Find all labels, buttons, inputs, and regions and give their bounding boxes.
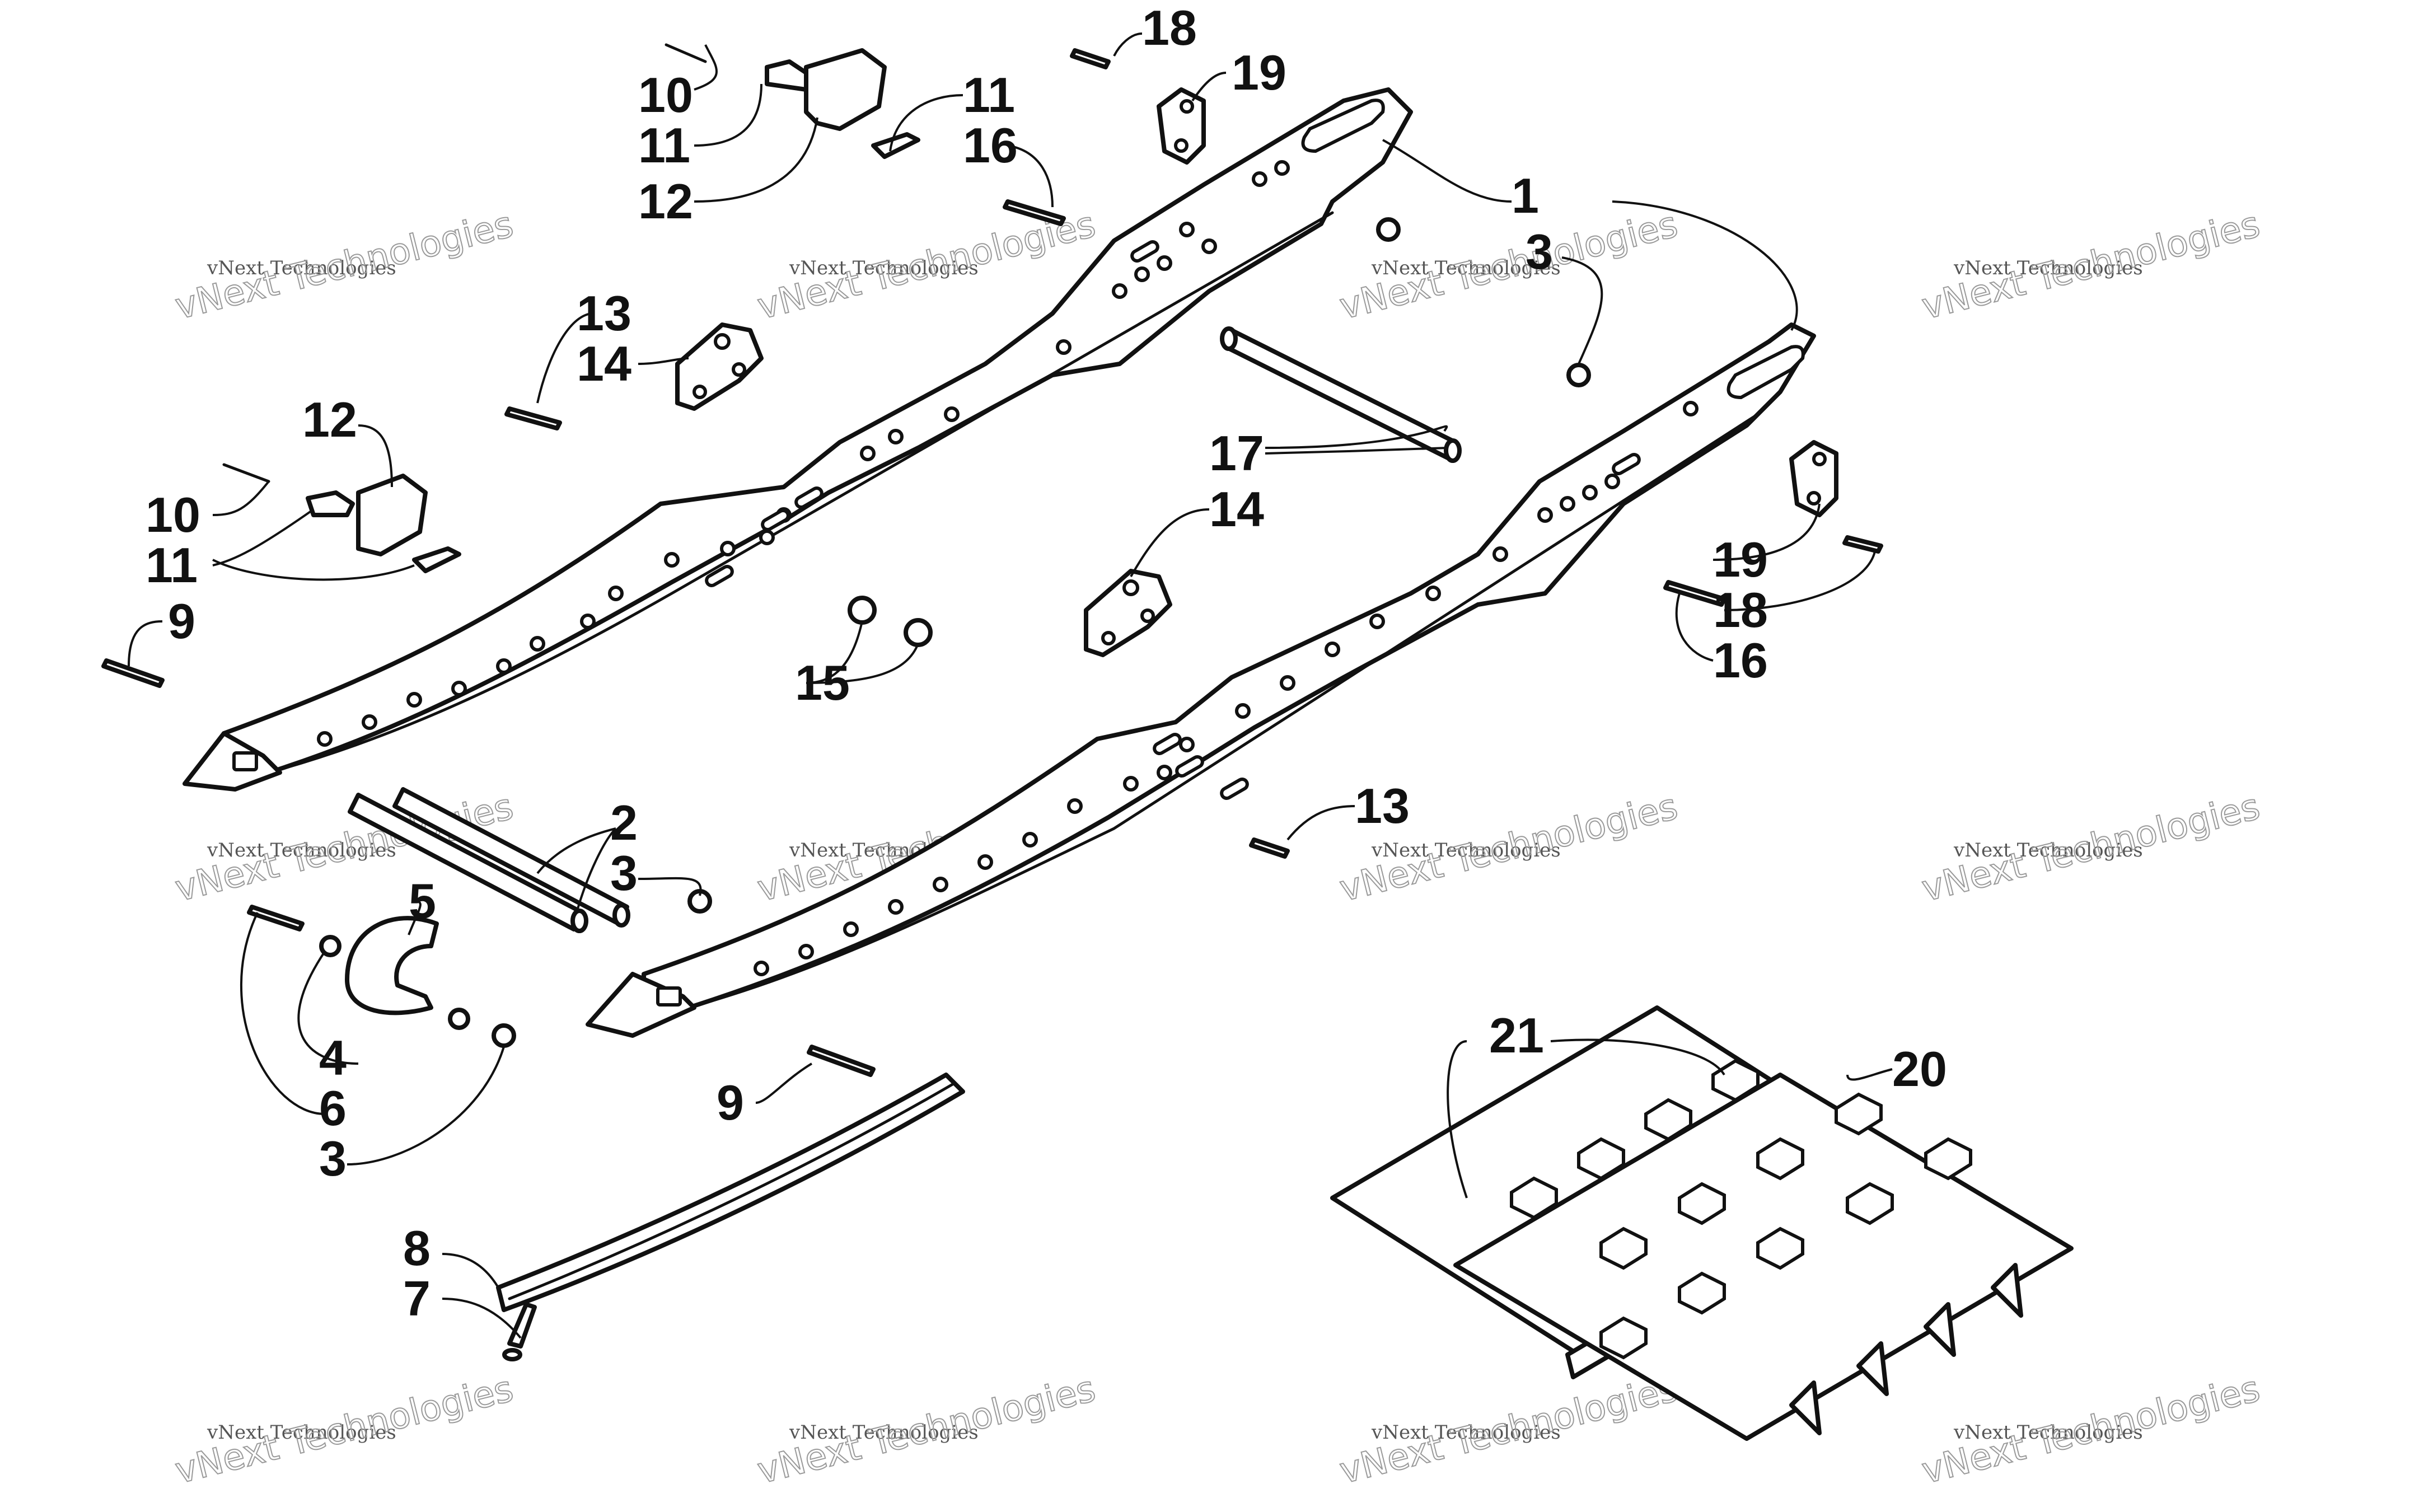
- callout-17: 17: [1209, 425, 1264, 481]
- cross-shaft-2: [348, 787, 630, 933]
- callout-12: 12: [302, 392, 357, 447]
- rail-holes: [754, 401, 1699, 976]
- cross-shaft-17: [1220, 326, 1462, 463]
- svg-text:vNext Technologies: vNext Technologies: [1371, 1421, 1561, 1444]
- bracket-upper: [675, 322, 764, 411]
- callout-9: 9: [717, 1075, 744, 1130]
- left-rail: [586, 322, 1816, 1038]
- callout-6: 6: [319, 1080, 347, 1136]
- svg-text:vNext Technologies: vNext Technologies: [1371, 257, 1561, 279]
- svg-text:vNext Technologies: vNext Technologies: [1953, 1421, 2143, 1444]
- callout-3: 3: [319, 1131, 347, 1186]
- callout-12: 12: [638, 174, 693, 229]
- svg-text:vNext Technologies: vNext Technologies: [207, 839, 396, 862]
- callout-14: 14: [577, 336, 631, 391]
- right-rail: [183, 87, 1413, 792]
- callout-9: 9: [168, 593, 195, 649]
- rail-slots: [1153, 452, 1641, 800]
- rail-slots: [705, 240, 1159, 587]
- svg-text:vNext Technologies: vNext Technologies: [1953, 839, 2143, 862]
- callout-10: 10: [638, 67, 693, 123]
- watermark: vNext Technologies vNext Technologies: [1917, 785, 2264, 910]
- callout-8: 8: [403, 1220, 431, 1276]
- callout-3: 3: [1526, 224, 1553, 279]
- callout-labels: 1 2 3 3 3 4 5 6 7 8 9 9 10 10 11 11 11 1…: [146, 0, 1947, 1326]
- track: [1330, 1005, 2074, 1441]
- svg-text:vNext Technologies: vNext Technologies: [789, 257, 979, 279]
- callout-19: 19: [1713, 532, 1768, 587]
- bracket-lower: [1084, 569, 1172, 657]
- watermark: vNext Technologies vNext Technologies: [753, 1368, 1100, 1492]
- callout-13: 13: [1355, 778, 1410, 834]
- callout-14: 14: [1209, 481, 1264, 537]
- bumper-upper: [665, 43, 920, 159]
- callout-18: 18: [1142, 0, 1197, 55]
- watermark: vNext Technologies vNext Technologies: [1917, 1368, 2264, 1492]
- track-lugs: [1510, 1059, 1972, 1360]
- callout-16: 16: [1713, 633, 1768, 688]
- leader-lines: [128, 32, 1893, 1339]
- slide: [496, 1073, 965, 1361]
- rail-holes: [317, 160, 1290, 747]
- watermark: vNext Technologies vNext Technologies: [1335, 1368, 1682, 1492]
- bumper-lower: [222, 463, 461, 573]
- callout-3: 3: [610, 845, 638, 901]
- callout-1: 1: [1512, 168, 1539, 223]
- svg-text:vNext Technologies: vNext Technologies: [789, 1421, 979, 1444]
- callout-11: 11: [638, 118, 690, 173]
- callout-11: 11: [146, 537, 198, 593]
- watermark: vNext Technologies vNext Technologies: [171, 1368, 518, 1492]
- callout-7: 7: [403, 1271, 431, 1326]
- callout-4: 4: [319, 1030, 347, 1085]
- hardware: [101, 199, 1726, 1077]
- watermark: vNext Technologies vNext Technologies: [1917, 203, 2264, 328]
- callout-19: 19: [1232, 45, 1286, 100]
- track-teeth: [1789, 1263, 2023, 1435]
- svg-text:vNext Technologies: vNext Technologies: [207, 257, 396, 279]
- callout-21: 21: [1489, 1008, 1544, 1063]
- adjuster-block-upper: [1070, 48, 1206, 165]
- callout-13: 13: [577, 285, 631, 341]
- callout-20: 20: [1892, 1041, 1947, 1097]
- adjuster-block-lower: [1789, 440, 1883, 554]
- callout-16: 16: [963, 118, 1018, 173]
- watermark: vNext Technologies vNext Technologies: [171, 203, 518, 328]
- idler-wheel: [345, 916, 439, 1015]
- watermark: vNext Technologies vNext Technologies: [753, 203, 1100, 328]
- callout-2: 2: [610, 795, 638, 850]
- callout-15: 15: [795, 655, 850, 710]
- callout-18: 18: [1713, 582, 1768, 638]
- callout-5: 5: [409, 873, 436, 929]
- svg-text:vNext Technologies: vNext Technologies: [1371, 839, 1561, 862]
- callout-10: 10: [146, 487, 200, 542]
- watermark: vNext Technologies vNext Technologies: [171, 785, 518, 910]
- svg-text:vNext Technologies: vNext Technologies: [207, 1421, 396, 1444]
- svg-text:vNext Technologies: vNext Technologies: [1953, 257, 2143, 279]
- callout-11: 11: [963, 67, 1015, 123]
